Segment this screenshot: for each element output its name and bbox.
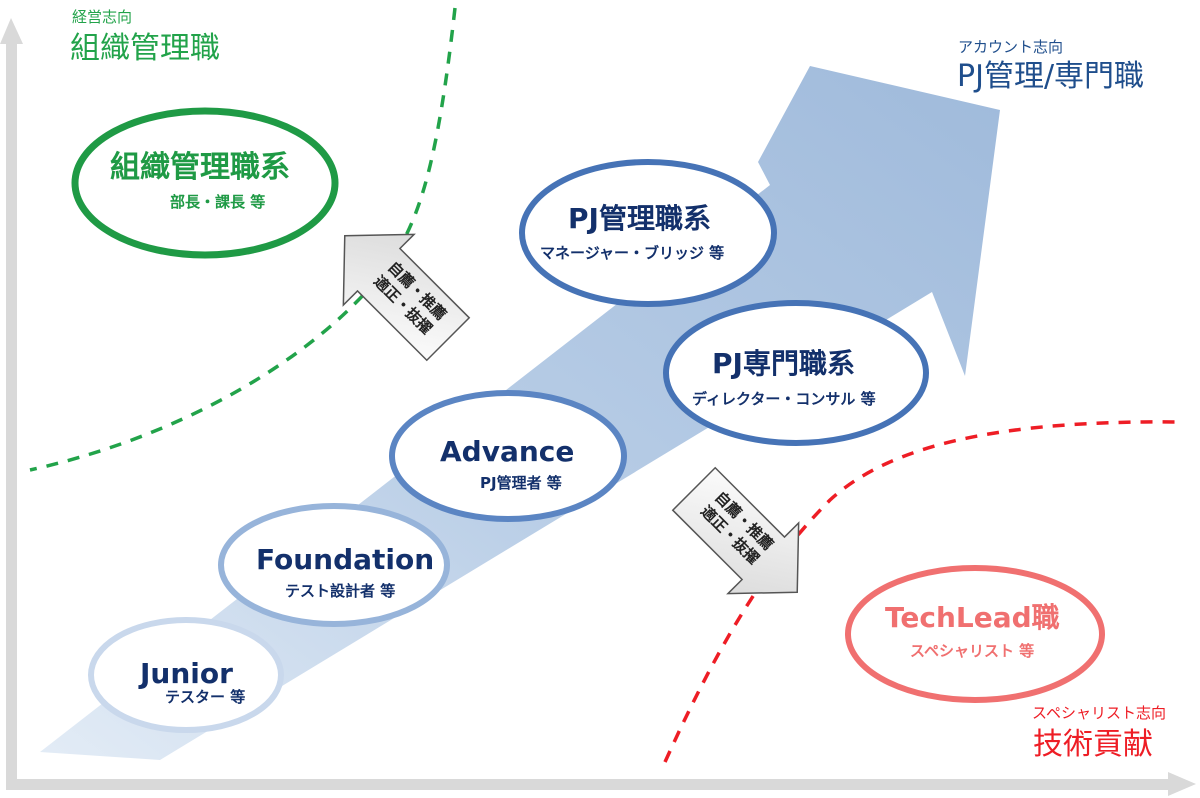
foundation-ellipse — [218, 503, 450, 627]
top-right-corner-sub: アカウント志向 — [958, 38, 1064, 56]
advance-title: Advance — [440, 435, 575, 468]
foundation-sub: テスト設計者 等 — [285, 582, 396, 600]
pj-management-ellipse — [519, 159, 777, 307]
top-left-corner-title: 組織管理職 — [70, 31, 220, 66]
pj-management-title: PJ管理職系 — [568, 202, 711, 235]
techlead-title: TechLead職 — [885, 601, 1060, 634]
pj-specialist-sub: ディレクター・コンサル 等 — [692, 390, 876, 408]
junior-sub: テスター 等 — [165, 688, 246, 706]
top-left-corner-sub: 経営志向 — [72, 8, 133, 26]
x-axis-arrowhead — [1168, 772, 1196, 796]
junior-ellipse — [88, 617, 284, 733]
x-axis — [6, 779, 1176, 790]
lower-transition-arrow — [671, 466, 800, 595]
pj-management-sub: マネージャー・ブリッジ 等 — [540, 244, 725, 262]
foundation-title: Foundation — [256, 543, 435, 576]
techlead-ellipse — [845, 565, 1105, 703]
axes — [0, 18, 1196, 796]
specialist-boundary-curve — [663, 420, 1181, 763]
bottom-right-corner-title: 技術貢献 — [1033, 727, 1153, 762]
techlead-sub: スペシャリスト 等 — [910, 642, 1035, 660]
management-track-sub: 部長・課長 等 — [170, 193, 266, 211]
y-axis — [6, 38, 17, 790]
pj-specialist-title: PJ専門職系 — [712, 347, 855, 380]
pj-specialist-ellipse — [663, 300, 929, 446]
bottom-right-corner-sub: スペシャリスト志向 — [1032, 704, 1166, 722]
advance-sub: PJ管理者 等 — [480, 474, 562, 492]
advance-ellipse — [389, 390, 627, 522]
top-right-corner-title: PJ管理/専門職 — [957, 59, 1145, 94]
management-track-title: 組織管理職系 — [110, 150, 290, 185]
management-track-ellipse — [71, 107, 339, 259]
junior-title: Junior — [140, 657, 233, 690]
upper-transition-arrow — [342, 233, 471, 362]
y-axis-arrowhead — [0, 18, 23, 44]
